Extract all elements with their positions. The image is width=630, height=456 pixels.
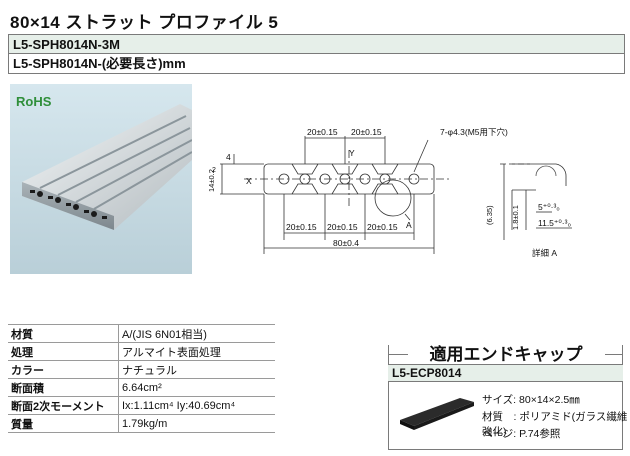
dim-20-top-right: 20±0.15: [351, 127, 382, 137]
spec-key: 断面2次モーメント: [8, 396, 119, 415]
spec-key: 断面積: [8, 378, 119, 397]
detail-a-label: 詳細 A: [532, 248, 557, 258]
spec-key: 材質: [8, 324, 119, 343]
spec-value: ナチュラル: [118, 360, 275, 379]
spec-row: カラーナチュラル: [8, 360, 275, 379]
axis-y-label: Y: [349, 148, 355, 158]
profile-slots: [39, 115, 193, 210]
end-cap-size: サイズ: 80×14×2.5㎜: [482, 394, 580, 406]
part-number-3m: L5-SPH8014N-3M: [8, 34, 625, 54]
spec-key: カラー: [8, 360, 119, 379]
spec-value: 1.79kg/m: [118, 414, 275, 433]
spec-value: Ix:1.11cm⁴ Iy:40.69cm⁴: [118, 396, 275, 415]
dim-4: 4: [226, 152, 231, 162]
dim-20-bottom-2: 20±0.15: [327, 222, 358, 232]
end-cap-title-line-left: [388, 354, 408, 355]
end-cap-material: 材質 : ポリアミド(ガラス繊維強化): [482, 411, 628, 438]
detail-a-marker: A: [406, 220, 412, 230]
dim-holes: 7-φ4.3(M5用下穴): [440, 127, 508, 137]
dim-2: 2: [212, 167, 216, 174]
detail-dim-635: (6.35): [485, 205, 494, 225]
page-title: 80×14 ストラット プロファイル 5: [10, 13, 279, 32]
detail-dim-18: 1.8±0.1: [511, 205, 520, 230]
spec-row: 処理アルマイト表面処理: [8, 342, 275, 361]
spec-key: 処理: [8, 342, 119, 361]
dim-20-bottom-1: 20±0.15: [286, 222, 317, 232]
product-photo: [10, 84, 193, 274]
end-cap-part-number: L5-ECP8014: [388, 364, 623, 382]
cross-section-drawing: 20±0.15 20±0.15 7-φ4.3(M5用下穴) 4 2 14±0.2…: [207, 127, 572, 258]
detail-dim-115: 11.5⁺⁰·³₀: [538, 218, 571, 228]
spec-value: A/(JIS 6N01相当): [118, 324, 275, 343]
part-number-custom-length: L5-SPH8014N-(必要長さ)mm: [8, 54, 625, 74]
end-cap-panel: [388, 345, 623, 450]
dim-14: 14±0.2: [207, 169, 216, 192]
dim-80: 80±0.4: [333, 238, 359, 248]
dim-20-top-left: 20±0.15: [307, 127, 338, 137]
spec-value: アルマイト表面処理: [118, 342, 275, 361]
spec-key: 質量: [8, 414, 119, 433]
end-cap-title: 適用エンドキャップ: [410, 340, 602, 365]
axis-x-label: X: [246, 176, 252, 186]
end-cap-title-line-right: [605, 354, 623, 355]
rohs-mark: RoHS: [16, 94, 52, 109]
dim-20-bottom-3: 20±0.15: [367, 222, 398, 232]
profile-end-holes: [30, 190, 107, 219]
detail-dim-5: 5⁺⁰·³₀: [538, 202, 560, 212]
end-cap-page-ref: ページ: P.74参照: [482, 428, 561, 440]
end-cap-image: [400, 398, 474, 430]
spec-value: 6.64cm²: [118, 378, 275, 397]
extrusion-illustration: [22, 104, 193, 230]
